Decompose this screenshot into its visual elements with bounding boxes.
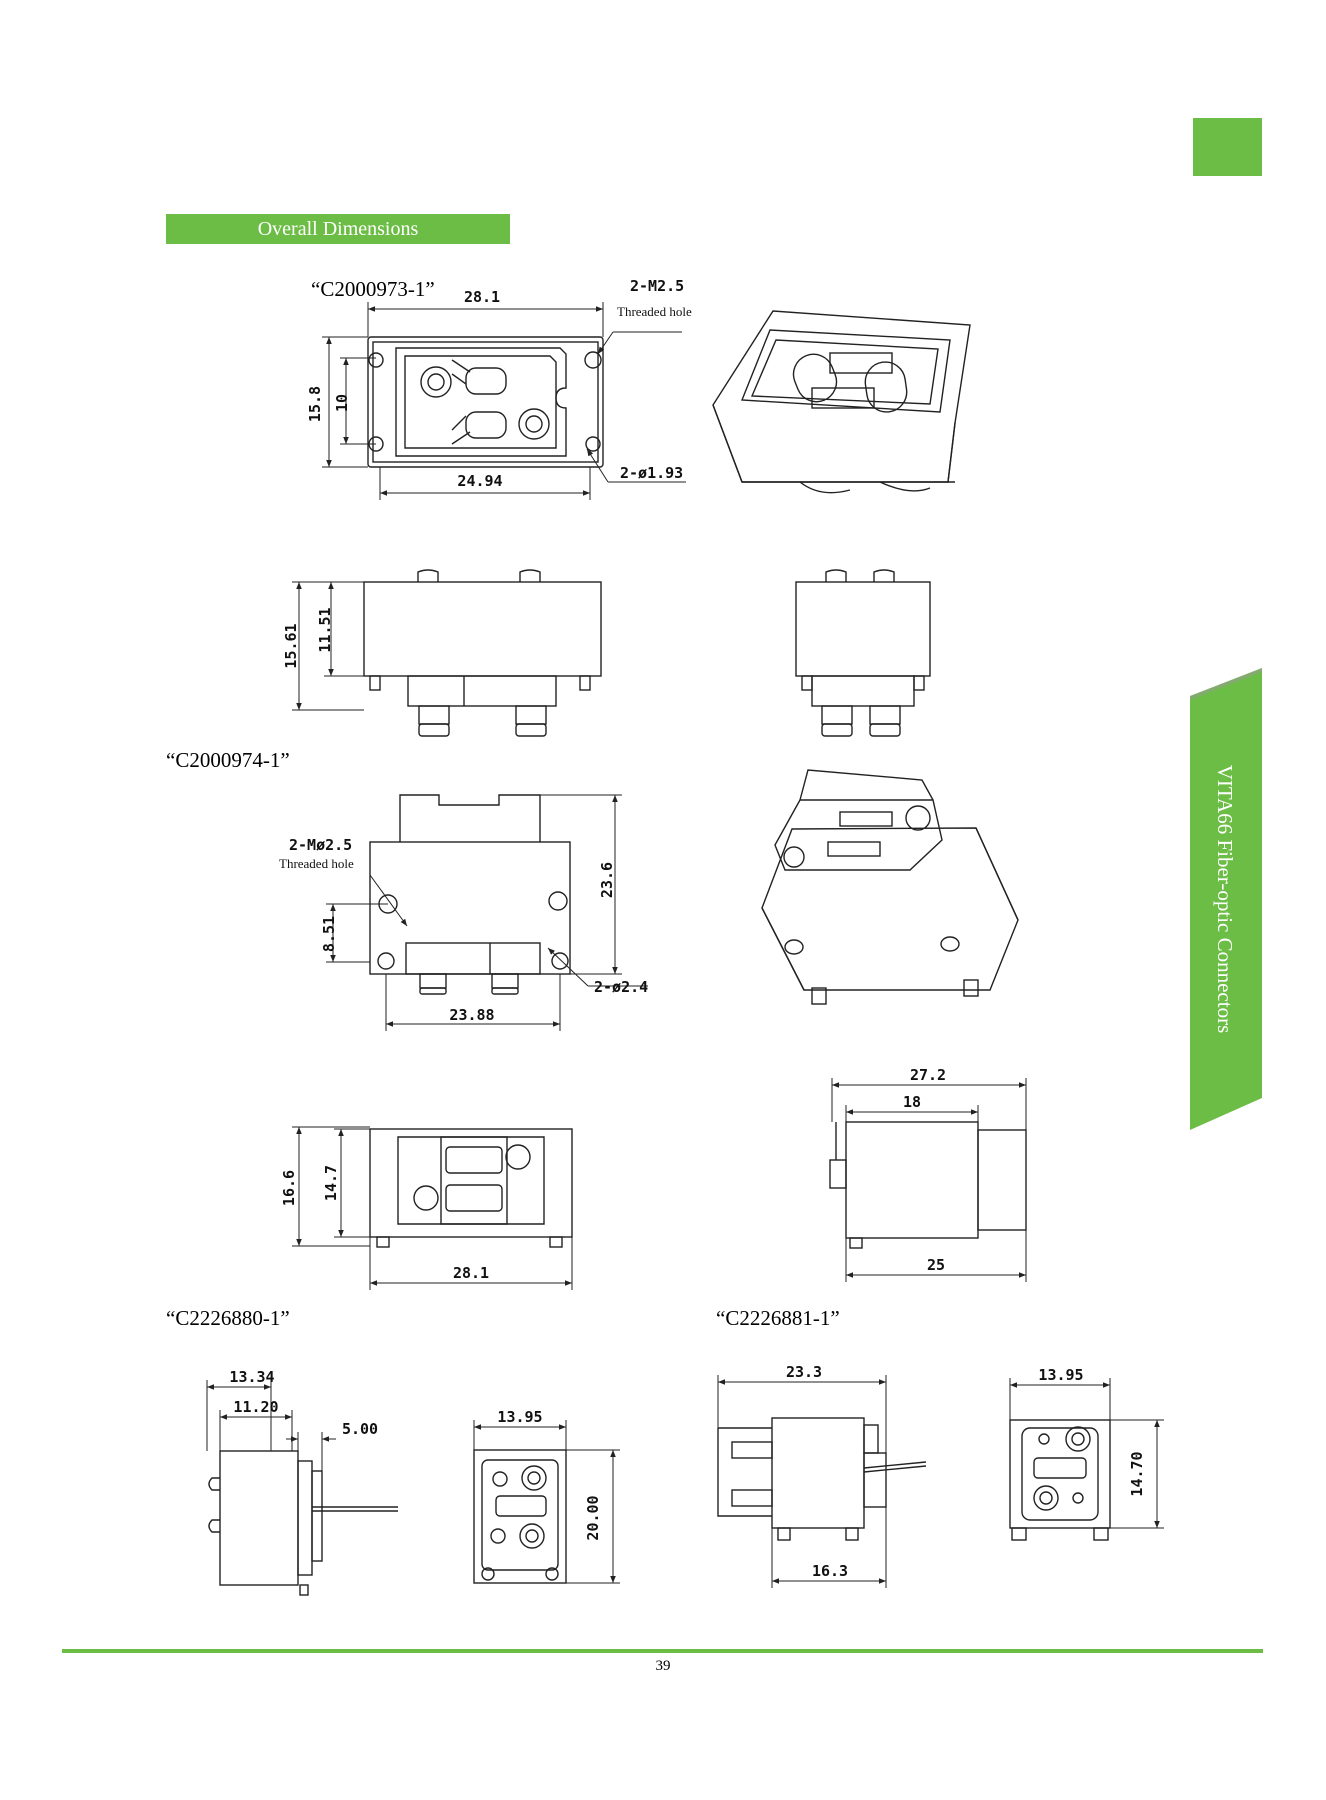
dim-c2000974-side-width-bottom: 25 (927, 1256, 945, 1274)
dim-c2226881-front-height: 14.70 (1128, 1451, 1146, 1496)
dim-c2226880-front-width: 13.95 (497, 1408, 542, 1426)
dim-c2226880-front-height: 20.00 (584, 1495, 602, 1540)
part-label-c2000973: “C2000973-1” (311, 277, 435, 301)
dim-c2226880-w1: 13.34 (229, 1368, 274, 1386)
c2000973-hole-note: Threaded hole (617, 304, 692, 319)
dim-c2000973-bottom-width: 24.94 (457, 472, 502, 490)
part-label-c2226880: “C2226880-1” (166, 1306, 290, 1330)
sidebar-tab (1190, 668, 1262, 1130)
c2000973-side-view (363, 569, 602, 737)
c2226881-front-dimensions (1009, 1378, 1164, 1529)
c2000974-front-view (369, 794, 571, 995)
dim-c2000973-side-height-inner: 11.51 (316, 607, 334, 652)
corner-accent-tab (1193, 118, 1262, 176)
c2000974-hole-note: Threaded hole (279, 856, 354, 871)
c2000973-end-view (795, 569, 931, 737)
c2226881-side-view (717, 1417, 927, 1541)
c2000973-side-dimensions (292, 581, 364, 711)
footer-rule (62, 1649, 1263, 1653)
c2000974-isometric-view (761, 769, 1019, 1005)
c2000973-top-view (367, 336, 604, 468)
dim-c2000974-hole-height: 8.51 (320, 916, 338, 952)
dim-c2226880-w2: 11.20 (233, 1398, 278, 1416)
page-number: 39 (655, 1658, 671, 1674)
dim-c2000974-bottom-height-inner: 14.7 (322, 1165, 340, 1201)
part-label-c2226881: “C2226881-1” (716, 1306, 840, 1330)
c2000973-top-dimensions (322, 302, 686, 500)
dim-c2226880-w3: 5.00 (342, 1420, 378, 1438)
c2000974-side-dimensions (831, 1078, 1027, 1282)
c2226880-side-dimensions (206, 1380, 336, 1471)
dim-c2226881-width-bottom: 16.3 (812, 1562, 848, 1580)
dim-c2000974-side-width-outer: 27.2 (910, 1066, 946, 1084)
dim-c2000974-width: 23.88 (449, 1006, 494, 1024)
c2000974-front-dimensions (326, 794, 648, 1031)
dim-c2000974-bottom-width: 28.1 (453, 1264, 489, 1282)
c2000974-side-view (829, 1121, 1027, 1249)
dim-c2000974-side-width-inner: 18 (903, 1093, 921, 1111)
c2226880-side-view (208, 1450, 398, 1596)
c2000973-isometric-view (712, 310, 971, 494)
dim-c2000973-hole-callout: 2-M2.5 (630, 277, 684, 295)
dim-c2000973-width: 28.1 (464, 288, 500, 306)
dim-c2226881-front-width: 13.95 (1038, 1366, 1083, 1384)
c2000974-bottom-view (369, 1128, 573, 1248)
c2226881-front-view (1009, 1419, 1111, 1541)
dim-c2000974-bottom-height-outer: 16.6 (280, 1170, 298, 1206)
dim-c2000974-hole-callout: 2-Mø2.5 (289, 836, 352, 854)
c2226880-front-dimensions (473, 1420, 620, 1584)
c2226880-front-view (473, 1449, 567, 1584)
dim-c2000974-height: 23.6 (598, 862, 616, 898)
dim-c2000973-dia-callout: 2-ø1.93 (620, 464, 683, 482)
c2226881-side-dimensions (717, 1375, 887, 1588)
dim-c2000973-height-inner: 10 (333, 394, 351, 412)
dim-c2000973-side-height-outer: 15.61 (282, 623, 300, 668)
c2000974-bottom-dimensions (292, 1126, 573, 1290)
dim-c2000973-height-outer: 15.8 (306, 386, 324, 422)
section-title: Overall Dimensions (166, 214, 510, 244)
part-label-c2000974: “C2000974-1” (166, 748, 290, 772)
dim-c2226881-width-top: 23.3 (786, 1363, 822, 1381)
dim-c2000974-dia-callout: 2-ø2.4 (594, 978, 648, 996)
